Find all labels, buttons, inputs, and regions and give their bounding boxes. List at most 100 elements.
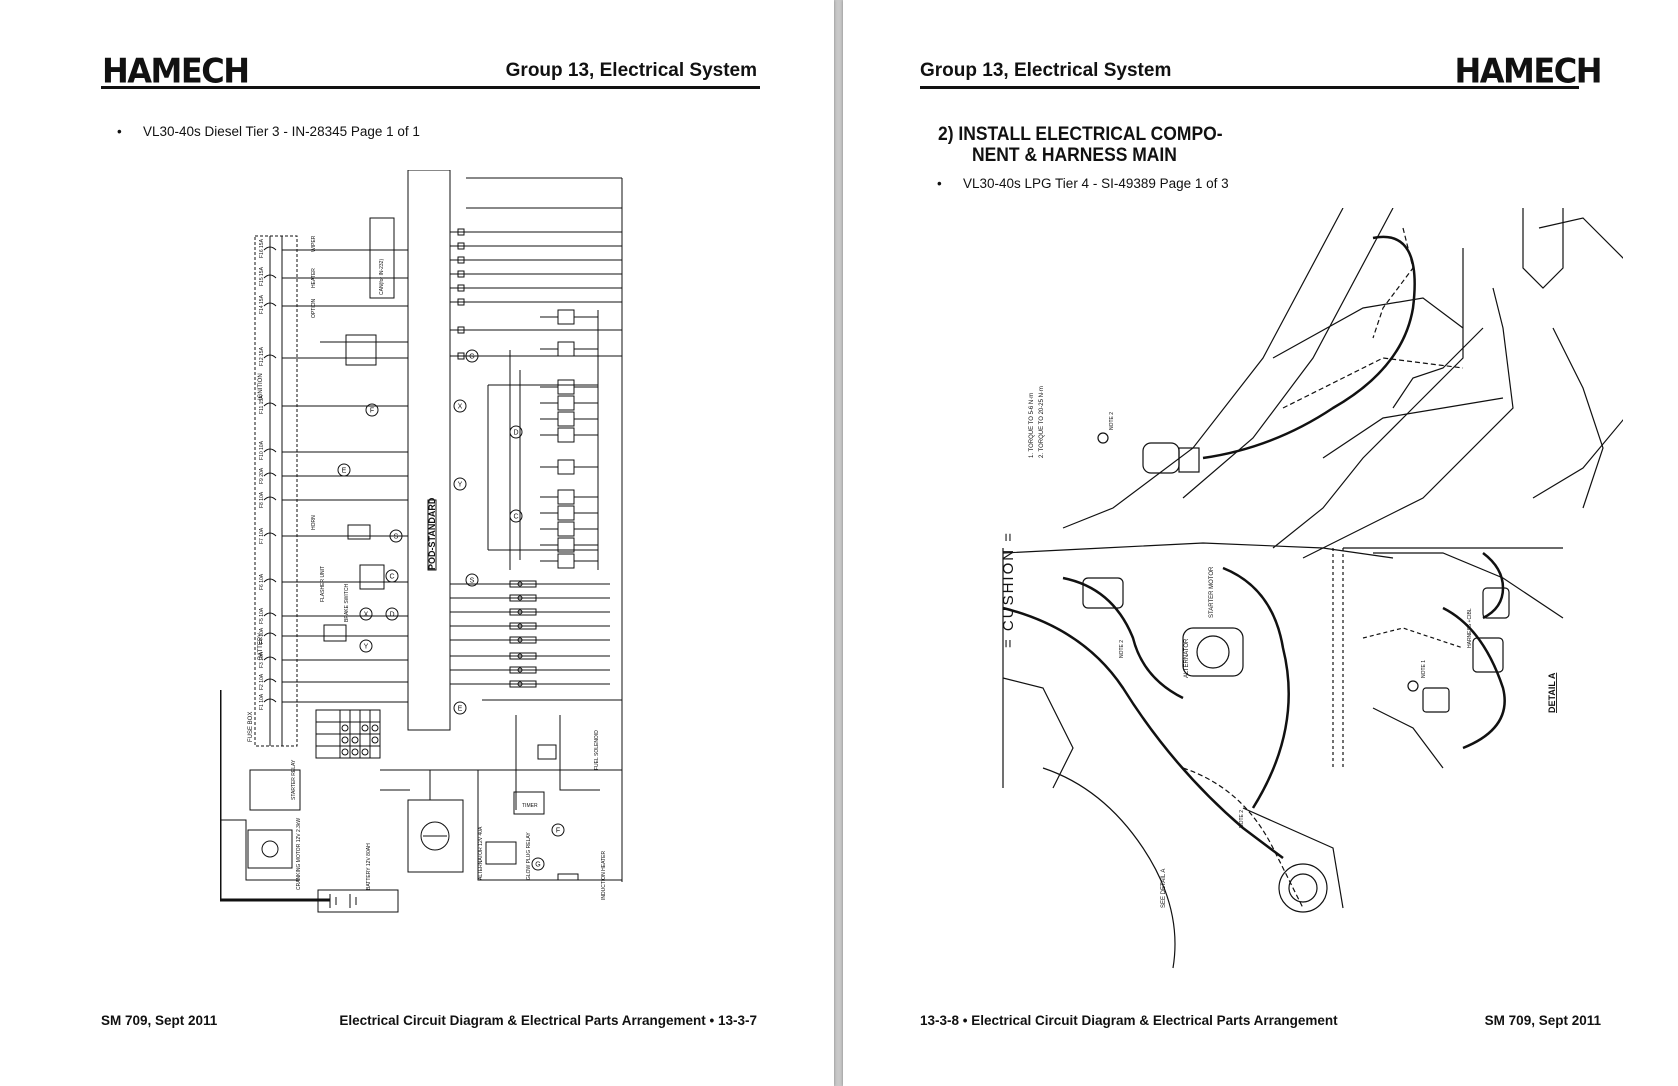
header-rule: [920, 86, 1579, 89]
circle-tag: [551, 823, 565, 837]
fuse-label: F15 15A: [259, 266, 265, 286]
circle-tag-letter: G: [469, 354, 474, 361]
relay-box: [557, 411, 575, 427]
relay-box: [557, 505, 575, 521]
fuse-label: F12 15A: [259, 346, 265, 366]
fuse-label: F1 10A: [259, 693, 265, 710]
fuse-symbol: [263, 402, 277, 407]
harness-installation-drawing: 1. TORQUE TO 5-6 N·m 2. TORQUE TO 20-25 …: [1000, 208, 1623, 969]
section-heading-line2: NENT & HARNESS MAIN: [972, 145, 1177, 166]
fuse-symbol: [263, 354, 277, 359]
fuel-solenoid-label: FUEL SOLENOID: [594, 730, 600, 770]
circle-tag: [453, 701, 467, 715]
fuse-symbol: [263, 246, 277, 251]
footer-section-page: Electrical Circuit Diagram & Electrical …: [339, 1013, 757, 1028]
starter-motor-body: [1182, 627, 1244, 677]
note-1-label: NOTE 1: [1421, 660, 1427, 678]
alternator-body: [1082, 577, 1124, 609]
circle-tag: [359, 607, 373, 621]
right-page: Group 13, Electrical System HAMECH 2) IN…: [843, 0, 1678, 1086]
connector-top: [1142, 442, 1180, 474]
starter-relay-box: [249, 769, 301, 811]
relay-box: [557, 379, 575, 395]
drawing-caption-text: VL30-40s LPG Tier 4 - SI-49389 Page 1 of…: [963, 176, 1229, 191]
fuse-label: F7 10A: [259, 527, 265, 544]
fuse-symbol: [263, 632, 277, 637]
ignition-label: IGNITION: [258, 373, 264, 400]
relay-box: [557, 489, 575, 505]
bullet-icon: •: [937, 176, 942, 191]
group-title: Group 13, Electrical System: [920, 60, 1172, 81]
option-label: OPTION: [311, 298, 317, 318]
circle-tag: [531, 857, 545, 871]
circle-tag: [385, 607, 399, 621]
circle-tag: [509, 509, 523, 523]
cranking-motor-box: [247, 829, 293, 869]
fuse-label: F14 15A: [259, 294, 265, 314]
relay-stack: [540, 309, 599, 570]
fuse-symbol: [263, 448, 277, 453]
relay-box: [557, 459, 575, 475]
induction-heater: [557, 873, 579, 881]
circle-tag: [509, 425, 523, 439]
wiper-label: WIPER: [311, 235, 317, 252]
fuse-label: F4 10A: [259, 627, 265, 644]
relay-box: [557, 309, 575, 325]
circle-tag-letter: X: [364, 612, 369, 619]
fuse-symbol: [263, 532, 277, 537]
fuse-box-label: FUSE BOX: [248, 712, 254, 742]
fuse-group: F16 15A F15 15A F14 15A F12 15A F11 15A F10 1…: [259, 238, 277, 710]
header-rule: [101, 86, 760, 89]
torque-note-1: 1. TORQUE TO 5-6 N·m: [1029, 393, 1035, 458]
relay-box: [557, 521, 575, 537]
circle-tag: [385, 569, 399, 583]
harness-callout: HARNESS +CIBL: [1467, 608, 1473, 648]
timer-label: TIMER: [522, 803, 538, 809]
circle-tag: [365, 403, 379, 417]
starter-motor-callout: STARTER MOTOR: [1209, 566, 1215, 618]
circle-tag-letter: C: [389, 574, 394, 581]
circle-tag: [465, 573, 479, 587]
fuse-symbol: [263, 678, 277, 683]
circle-tag-letter: S: [394, 534, 399, 541]
relay-box: [557, 395, 575, 411]
alternator-callout: ALTERNATOR: [1184, 638, 1190, 678]
detail-connector-a: [1482, 587, 1510, 619]
circle-tag-letter: E: [458, 706, 463, 713]
horn-label: HORN: [311, 515, 317, 530]
circle-tag: [453, 477, 467, 491]
circle-tag: [453, 399, 467, 413]
note-2-label-low: NOTE 2: [1239, 810, 1245, 828]
fuse-label: F16 15A: [259, 238, 265, 258]
battery-bus-label: BATTERY: [258, 633, 264, 660]
fuse-symbol: [263, 496, 277, 501]
circle-tag-letter: X: [458, 404, 463, 411]
note-2-label-top: NOTE 2: [1109, 412, 1115, 430]
heater-label: HEATER: [311, 268, 317, 288]
bolt-icon: [1097, 432, 1109, 444]
can-bus-label: CAN(for IN-232): [379, 259, 385, 295]
circle-tag: [465, 349, 479, 363]
circle-tag-letter: E: [342, 468, 347, 475]
diagram-caption-text: VL30-40s Diesel Tier 3 - IN-28345 Page 1…: [143, 124, 420, 139]
diagram-caption: •VL30-40s Diesel Tier 3 - IN-28345 Page …: [117, 124, 420, 139]
pod-standard-label: POD-STANDARD: [427, 497, 437, 570]
battery-symbol: [317, 889, 399, 913]
footer-manual-id: SM 709, Sept 2011: [1484, 1013, 1601, 1028]
drawing-caption: • VL30-40s LPG Tier 4 - SI-49389 Page 1 o…: [937, 176, 1229, 191]
cushion-label: = CUSHION =: [1000, 531, 1017, 648]
cranking-motor-label: CRANKING MOTOR 12V 2.3kW: [296, 818, 302, 890]
timer-box: [513, 791, 545, 815]
circle-tag-letter: S: [470, 578, 475, 585]
relay-box: [557, 341, 575, 357]
circle-tag-letter: G: [535, 862, 540, 869]
detail-connector-b: [1472, 637, 1504, 673]
footer-manual-id: SM 709, Sept 2011: [101, 1013, 218, 1028]
left-page: HAMECH Group 13, Electrical System •VL30…: [0, 0, 834, 1086]
fuse-label: F11 15A: [259, 395, 265, 414]
fuse-label: F10 10A: [259, 440, 265, 460]
hamech-logo: HAMECH: [102, 51, 250, 91]
fuse-symbol: [263, 302, 277, 307]
detail-relay: [1422, 687, 1450, 713]
battery-label: BATTERY 12V 80AH: [366, 843, 372, 890]
